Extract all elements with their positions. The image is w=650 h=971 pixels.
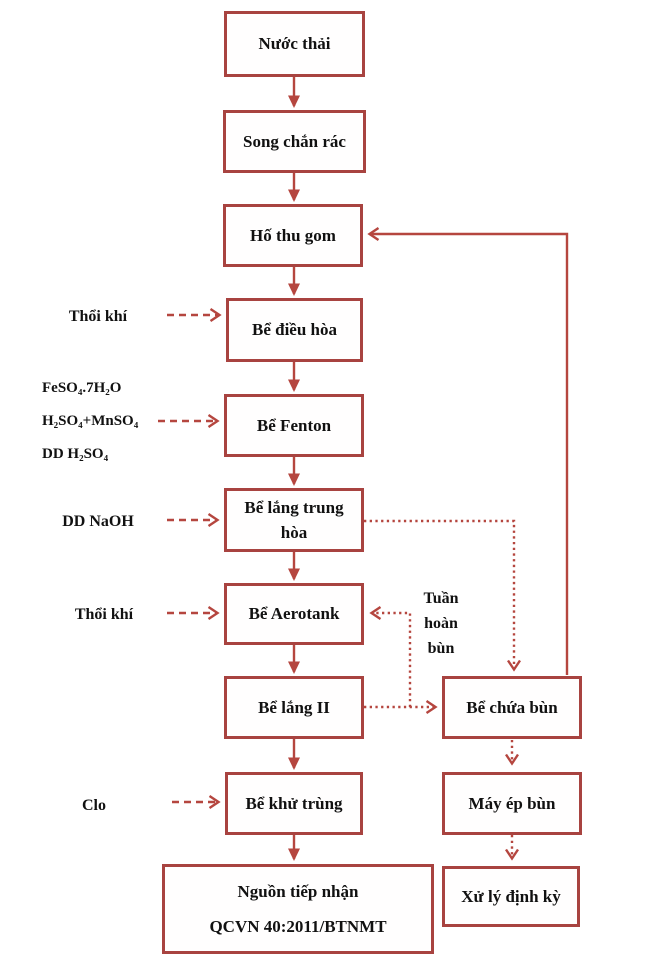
- label-tuan-hoan-bun: Tuần hoàn bùn: [423, 590, 459, 657]
- box-be-dieu-hoa-label: Bể điều hòa: [251, 320, 338, 340]
- box-be-lang-ii-label: Bể lắng II: [258, 697, 330, 717]
- label-dd-h2so4: DD H₂SO₄: [42, 446, 109, 462]
- box-be-fenton: Bể Fenton: [224, 394, 364, 457]
- box-may-ep-bun: Máy ép bùn: [442, 772, 582, 835]
- label-fenton-chemicals: FeSO₄.7H₂O H₂SO₄+MnSO₄ DD H₂SO₄: [42, 372, 138, 471]
- dotted-sludge-recirculation-to-aerotank: [369, 606, 412, 707]
- box-be-chua-bun-label: Bể chứa bùn: [466, 697, 558, 717]
- box-be-aerotank-label: Bể Aerotank: [248, 604, 340, 624]
- box-may-ep-bun-label: Máy ép bùn: [468, 793, 556, 813]
- box-be-khu-trung: Bể khử trùng: [225, 772, 363, 835]
- box-nuoc-thai-label: Nước thải: [258, 34, 331, 54]
- label-feso4-7h2o: FeSO₄.7H₂O: [42, 380, 122, 396]
- box-nguon-tiep-nhan-line1: Nguồn tiếp nhận: [237, 881, 359, 901]
- arrow-sludge-return-to-pit: [367, 227, 569, 675]
- label-h2so4-mnso4: H₂SO₄+MnSO₄: [42, 413, 139, 429]
- box-nuoc-thai: Nước thải: [224, 11, 365, 77]
- box-be-fenton-label: Bể Fenton: [256, 415, 332, 435]
- box-xu-ly-dinh-ky: Xử lý định kỳ: [442, 866, 580, 927]
- box-be-aerotank: Bể Aerotank: [224, 583, 364, 645]
- box-song-chan-rac: Song chắn rác: [223, 110, 366, 173]
- box-ho-thu-gom: Hố thu gom: [223, 204, 363, 267]
- box-be-lang-trung-hoa: Bể lắng trung hòa: [224, 488, 364, 552]
- label-thoi-khi-air-1: Thổi khí: [68, 308, 128, 325]
- box-be-khu-trung-label: Bể khử trùng: [245, 793, 343, 813]
- box-ho-thu-gom-label: Hố thu gom: [250, 225, 336, 245]
- box-song-chan-rac-label: Song chắn rác: [243, 131, 346, 151]
- label-dd-naoh: DD NaOH: [62, 513, 134, 530]
- box-be-dieu-hoa: Bể điều hòa: [226, 298, 363, 362]
- box-be-lang-trung-hoa-label: Bể lắng trung hòa: [244, 497, 344, 543]
- label-thoi-khi-air-2: Thổi khí: [74, 606, 134, 623]
- box-nguon-tiep-nhan-line2: QCVN 40:2011/BTNMT: [209, 917, 387, 936]
- label-clo-chlorine: Clo: [82, 797, 106, 814]
- box-be-lang-ii: Bể lắng II: [224, 676, 364, 739]
- box-xu-ly-dinh-ky-label: Xử lý định kỳ: [461, 886, 561, 906]
- box-be-chua-bun: Bể chứa bùn: [442, 676, 582, 739]
- box-nguon-tiep-nhan: Nguồn tiếp nhận QCVN 40:2011/BTNMT: [162, 864, 434, 954]
